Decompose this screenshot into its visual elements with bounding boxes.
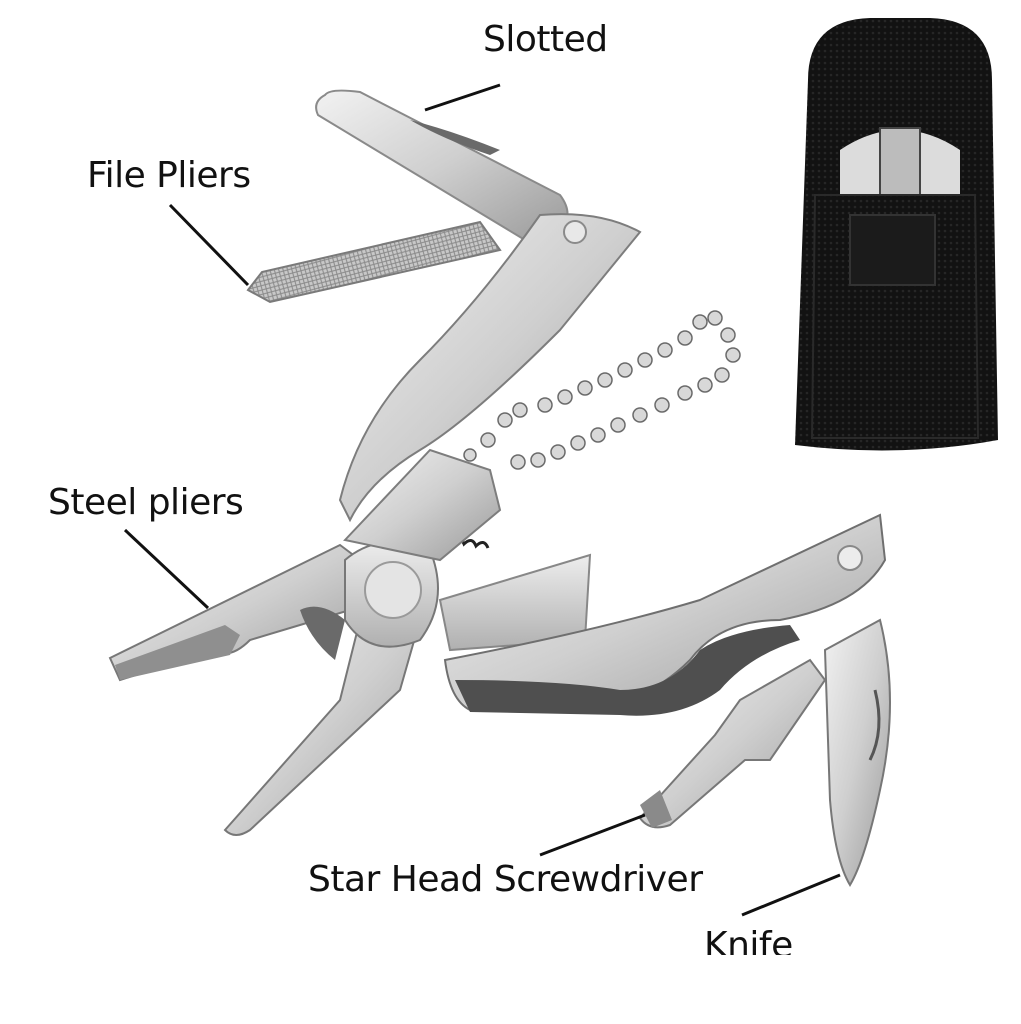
pliers-pivot [344,541,439,648]
lower-handle [443,513,887,716]
upper-handle [338,213,642,523]
label-file-pliers: File Pliers [87,155,251,196]
slotted-blade [315,89,569,242]
steel-pliers-leader-line [123,528,210,610]
label-steel-pliers: Steel pliers [48,482,244,523]
nylon-pouch [795,18,998,451]
leader-lines [123,83,841,917]
screwdriver-leader-line [539,813,646,857]
screwdriver-blade [638,658,827,829]
label-knife: Knife [704,925,793,956]
label-slotted: Slotted [483,19,608,60]
label-star-head-screwdriver: Star Head Screwdriver [308,859,703,900]
slotted-leader-line [424,83,501,112]
velcro-tab [849,214,936,286]
knife-leader-line [741,873,841,917]
pliers-jaws [108,543,422,836]
bead-chain [463,310,741,470]
upper-arm-plate [343,448,502,562]
file-pliers-leader-line [168,203,250,287]
knife-label-clip: Knife [700,925,830,956]
knife-blade [823,618,891,887]
file-blade [246,220,502,304]
